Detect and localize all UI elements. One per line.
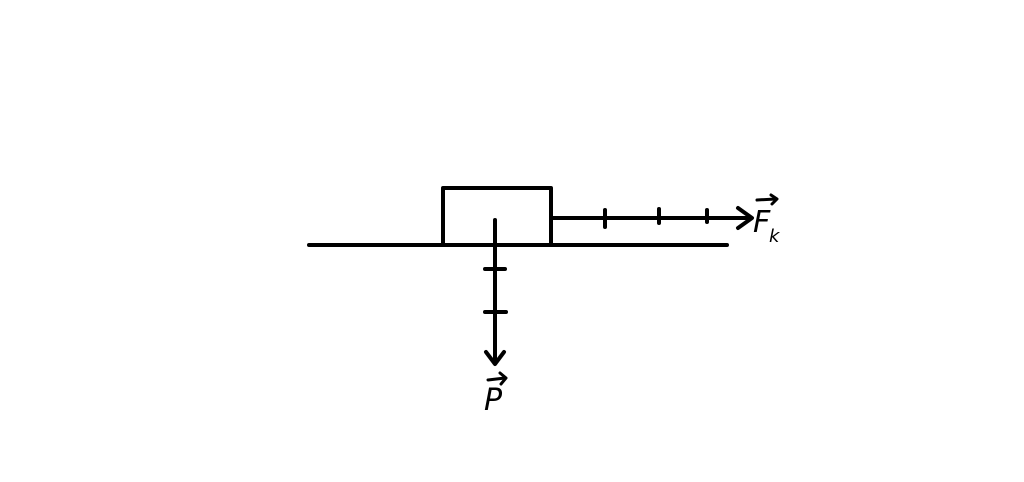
friction-force-vector (549, 206, 754, 230)
friction-vector-arrow-icon (755, 197, 778, 202)
weight-force-label: P (484, 371, 508, 418)
friction-force-subscript: k (769, 226, 781, 247)
friction-force-arrowhead (736, 206, 754, 230)
weight-vector-arrowhead-icon (498, 371, 508, 386)
friction-vector-arrowhead-icon (769, 193, 779, 206)
friction-force-label: F k (753, 193, 781, 247)
weight-force-arrowhead (484, 350, 506, 366)
weight-force-vector (483, 218, 508, 366)
friction-force-letter: F (753, 205, 771, 240)
weight-force-letter: P (484, 383, 503, 418)
weight-vector-arrow-icon (486, 376, 507, 382)
